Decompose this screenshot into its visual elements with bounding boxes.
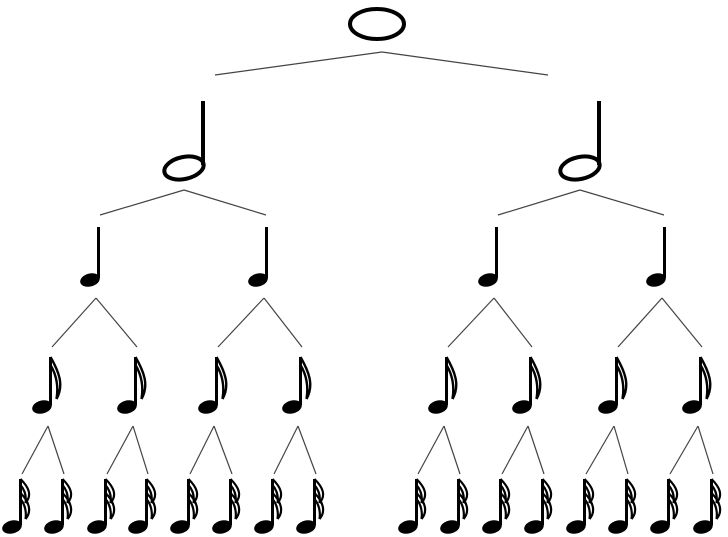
sixteenth-note bbox=[44, 478, 73, 534]
sixteenth-note bbox=[398, 478, 427, 534]
connector-line bbox=[579, 189, 665, 216]
sixteenth-note bbox=[440, 478, 469, 534]
eighth-note bbox=[512, 356, 542, 414]
connector-line bbox=[697, 425, 714, 475]
eighth-note bbox=[198, 356, 228, 414]
connector-line bbox=[213, 425, 233, 475]
sixteenth-note bbox=[254, 478, 283, 534]
sixteenth-note bbox=[170, 478, 199, 534]
sixteenth-note bbox=[87, 478, 116, 534]
connector-lines bbox=[21, 51, 714, 475]
connector-line bbox=[493, 297, 533, 348]
connector-line bbox=[47, 425, 65, 475]
connector-line bbox=[585, 425, 615, 475]
sixteenth-note bbox=[524, 478, 553, 534]
connector-line bbox=[501, 425, 529, 475]
quarter-note bbox=[478, 227, 498, 287]
eighth-note bbox=[598, 356, 628, 414]
connector-line bbox=[214, 51, 383, 76]
connector-line bbox=[417, 425, 445, 475]
notes-layer bbox=[2, 7, 722, 534]
sixteenth-note bbox=[608, 478, 637, 534]
eighth-note bbox=[117, 356, 147, 414]
connector-line bbox=[21, 425, 49, 475]
sixteenth-note bbox=[693, 478, 722, 534]
sixteenth-note bbox=[650, 478, 679, 534]
connector-line bbox=[106, 425, 134, 475]
quarter-note bbox=[646, 227, 666, 287]
connector-line bbox=[661, 297, 703, 348]
sixteenth-note bbox=[2, 478, 31, 534]
connector-line bbox=[297, 425, 317, 475]
eighth-note bbox=[682, 356, 712, 414]
half-note bbox=[558, 101, 602, 182]
connector-line bbox=[617, 297, 663, 348]
connector-line bbox=[217, 297, 265, 348]
quarter-note bbox=[80, 227, 100, 287]
connector-line bbox=[443, 425, 461, 475]
whole-note bbox=[348, 7, 406, 41]
connector-line bbox=[497, 189, 581, 216]
connector-line bbox=[447, 297, 495, 348]
sixteenth-note bbox=[128, 478, 157, 534]
eighth-note bbox=[282, 356, 312, 414]
sixteenth-note bbox=[296, 478, 325, 534]
quarter-note bbox=[248, 227, 268, 287]
sixteenth-note bbox=[212, 478, 241, 534]
connector-line bbox=[381, 51, 549, 76]
connector-line bbox=[273, 425, 299, 475]
connector-line bbox=[95, 297, 138, 348]
eighth-note bbox=[32, 356, 62, 414]
connector-line bbox=[99, 189, 185, 216]
connector-line bbox=[189, 425, 215, 475]
connector-line bbox=[51, 297, 97, 348]
connector-line bbox=[132, 425, 149, 475]
connector-line bbox=[669, 425, 699, 475]
connector-line bbox=[613, 425, 629, 475]
connector-line bbox=[263, 297, 303, 348]
sixteenth-note bbox=[566, 478, 595, 534]
eighth-note bbox=[428, 356, 458, 414]
sixteenth-note bbox=[482, 478, 511, 534]
connector-line bbox=[183, 189, 267, 216]
connector-line bbox=[527, 425, 545, 475]
half-note bbox=[162, 101, 206, 182]
